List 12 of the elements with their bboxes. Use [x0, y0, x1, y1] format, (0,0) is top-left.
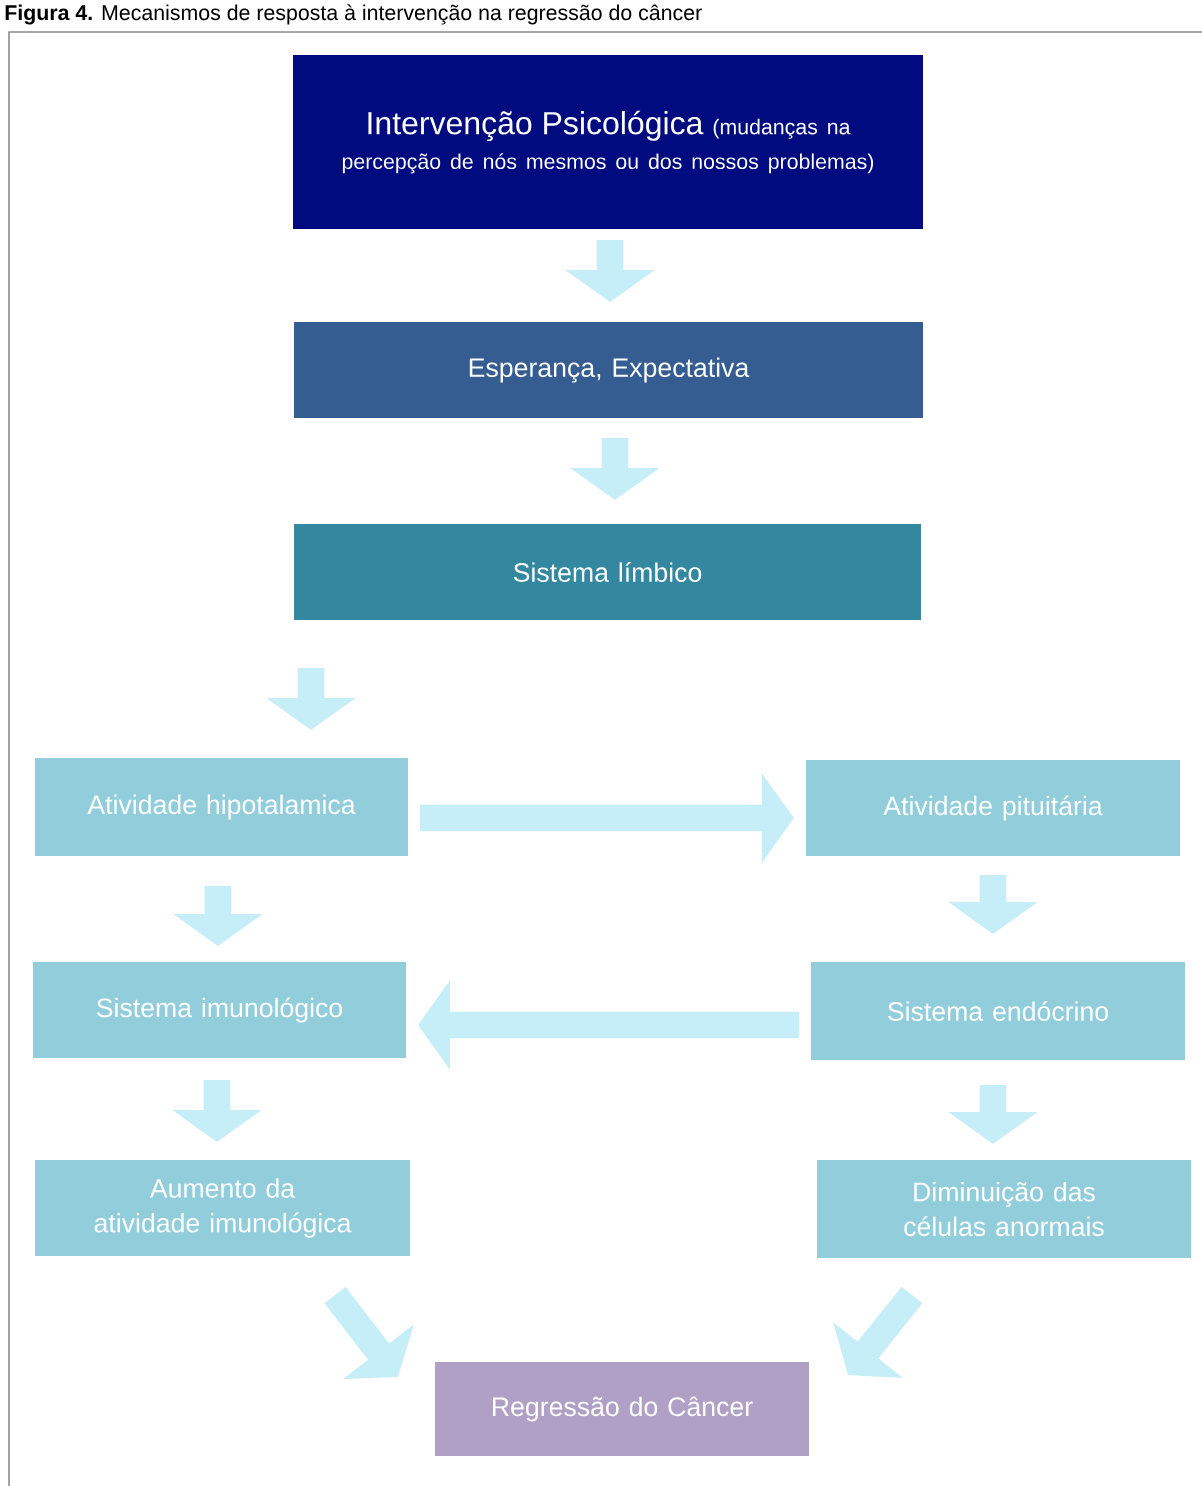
process-box: Sistema límbico: [294, 524, 921, 620]
process-box: Atividade hipotalamica: [34, 758, 409, 856]
process-box: Diminuição das células anormais: [817, 1160, 1191, 1258]
process-box: Intervenção Psicológica (mudanças na percepção de nós mesmos ou dos nossos problemas): [293, 55, 923, 229]
process-box: Atividade pituitária: [806, 760, 1180, 856]
block-arrow: [324, 1286, 415, 1379]
process-box: Sistema endócrino: [811, 962, 1185, 1060]
process-box: Aumento da atividade imunológica: [35, 1160, 410, 1256]
process-box: Regressão do Câncer: [435, 1362, 809, 1456]
figure-title: Figura 4. Mecanismos de resposta à intervenção na regressão do câncer: [5, 4, 702, 25]
process-box: Sistema imunológico: [32, 962, 407, 1058]
process-box: Esperança, Expectativa: [293, 322, 924, 418]
